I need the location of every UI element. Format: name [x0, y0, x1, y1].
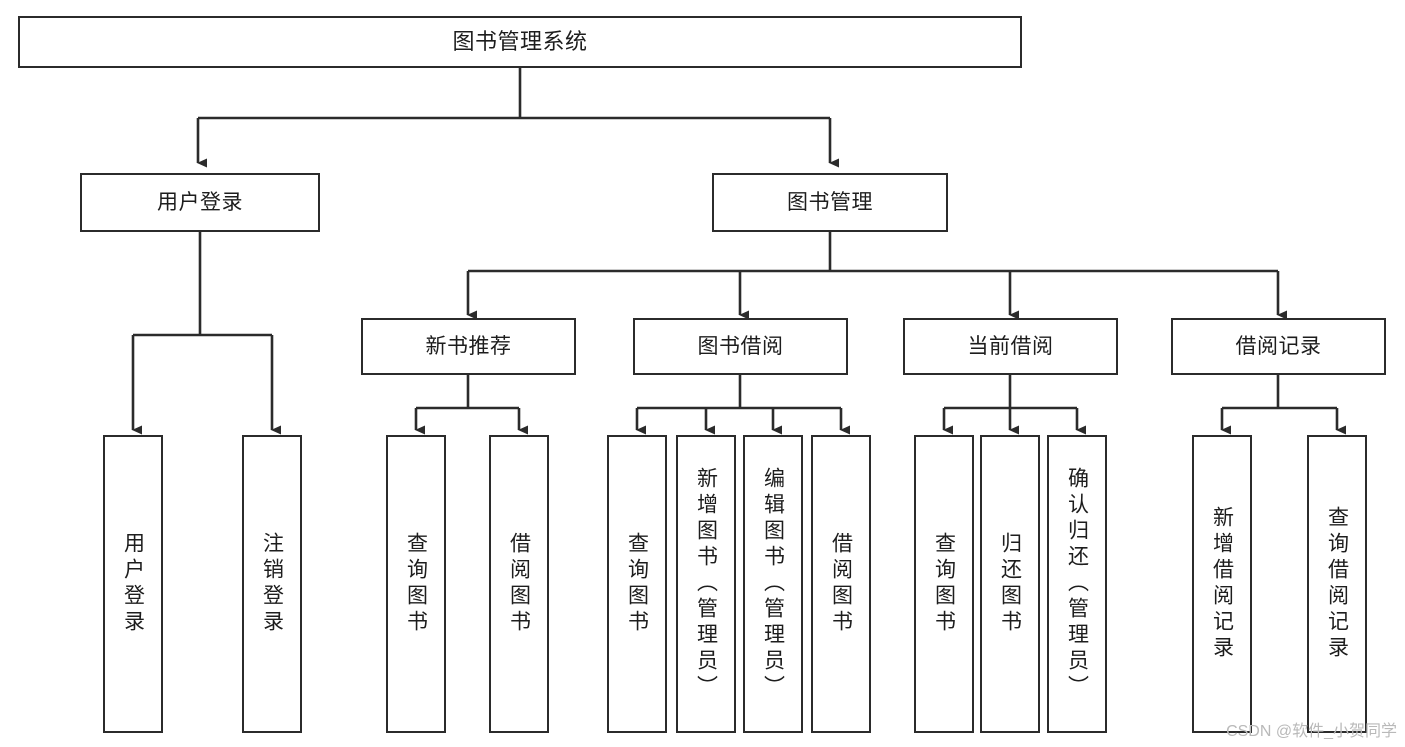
node-label: 新增借阅记录	[1210, 506, 1234, 662]
node-label: 借阅图书	[507, 532, 531, 636]
node-leaf-logout[interactable]: 注销登录	[242, 435, 302, 733]
node-leaf-edit-book-admin[interactable]: 编辑图书（管理员）	[743, 435, 803, 733]
node-label: 当前借阅	[967, 335, 1054, 358]
node-leaf-confirm-return-admin[interactable]: 确认归还（管理员）	[1047, 435, 1107, 733]
watermark: CSDN @软件_小贺同学	[1226, 723, 1397, 740]
node-leaf-borrow-book[interactable]: 借阅图书	[811, 435, 871, 733]
node-user-login[interactable]: 用户登录	[80, 173, 320, 232]
node-label: 图书管理系统	[452, 29, 588, 54]
node-label: 确认归还（管理员）	[1065, 467, 1089, 701]
node-new-book-recommend[interactable]: 新书推荐	[361, 318, 576, 375]
node-leaf-query-book-new[interactable]: 查询图书	[386, 435, 446, 733]
node-label: 编辑图书（管理员）	[761, 467, 785, 701]
node-label: 归还图书	[998, 532, 1022, 636]
node-current-borrow[interactable]: 当前借阅	[903, 318, 1118, 375]
node-book-borrow[interactable]: 图书借阅	[633, 318, 848, 375]
node-label: 注销登录	[260, 532, 284, 636]
node-label: 新书推荐	[425, 335, 512, 358]
node-leaf-query-book-borrow[interactable]: 查询图书	[607, 435, 667, 733]
node-root-library-management-system[interactable]: 图书管理系统	[18, 16, 1022, 68]
node-borrow-records[interactable]: 借阅记录	[1171, 318, 1386, 375]
node-label: 用户登录	[121, 532, 145, 636]
node-leaf-query-book-current[interactable]: 查询图书	[914, 435, 974, 733]
node-label: 图书借阅	[697, 335, 784, 358]
node-label: 用户登录	[157, 191, 243, 214]
node-label: 借阅记录	[1235, 335, 1322, 358]
node-leaf-user-login[interactable]: 用户登录	[103, 435, 163, 733]
node-book-management[interactable]: 图书管理	[712, 173, 948, 232]
node-leaf-return-book[interactable]: 归还图书	[980, 435, 1040, 733]
node-label: 借阅图书	[829, 532, 853, 636]
node-label: 查询图书	[932, 532, 956, 636]
node-leaf-add-borrow-record[interactable]: 新增借阅记录	[1192, 435, 1252, 733]
node-leaf-query-borrow-record[interactable]: 查询借阅记录	[1307, 435, 1367, 733]
node-label: 图书管理	[787, 191, 873, 214]
node-label: 查询图书	[404, 532, 428, 636]
node-label: 查询图书	[625, 532, 649, 636]
node-label: 新增图书（管理员）	[694, 467, 718, 701]
node-label: 查询借阅记录	[1325, 506, 1349, 662]
node-leaf-borrow-book-new[interactable]: 借阅图书	[489, 435, 549, 733]
node-leaf-add-book-admin[interactable]: 新增图书（管理员）	[676, 435, 736, 733]
